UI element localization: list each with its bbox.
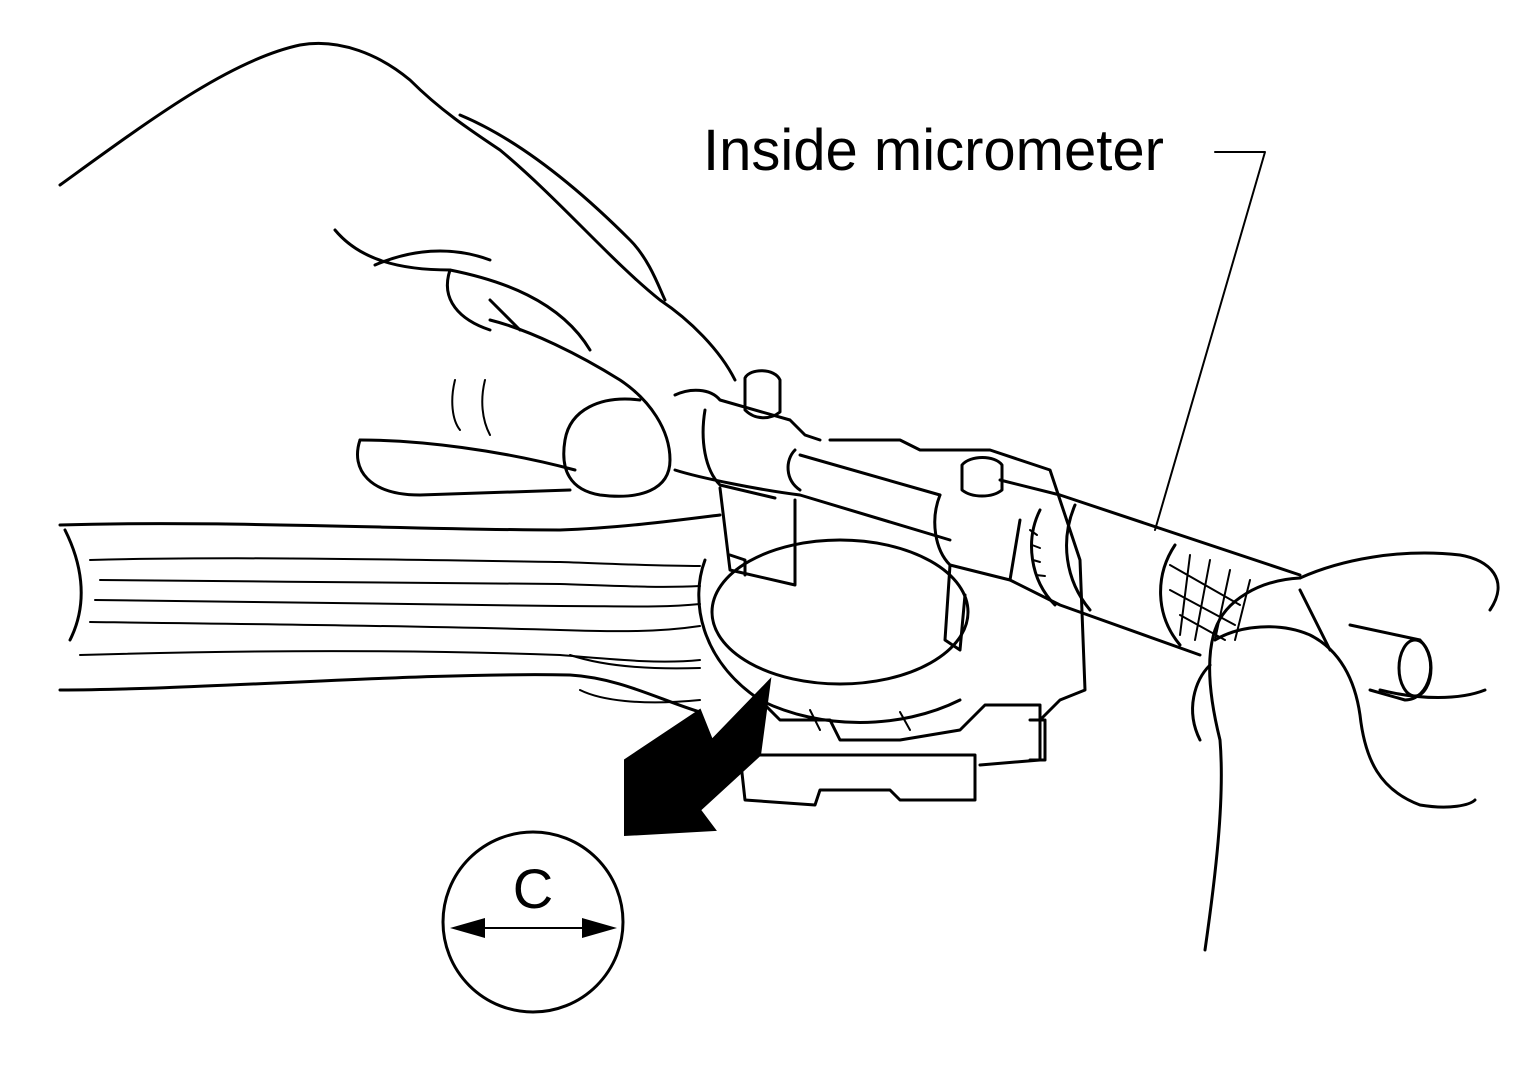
dimension-label: C xyxy=(513,857,553,920)
connecting-rod xyxy=(58,513,722,714)
label-leader-line xyxy=(1154,151,1266,531)
right-hand xyxy=(1191,551,1500,952)
instrument-label: Inside micrometer xyxy=(703,118,1164,183)
micrometer-tool xyxy=(673,369,1433,702)
dimension-circle: C xyxy=(441,830,625,1014)
direction-arrow xyxy=(624,677,772,837)
left-hand xyxy=(58,41,737,498)
